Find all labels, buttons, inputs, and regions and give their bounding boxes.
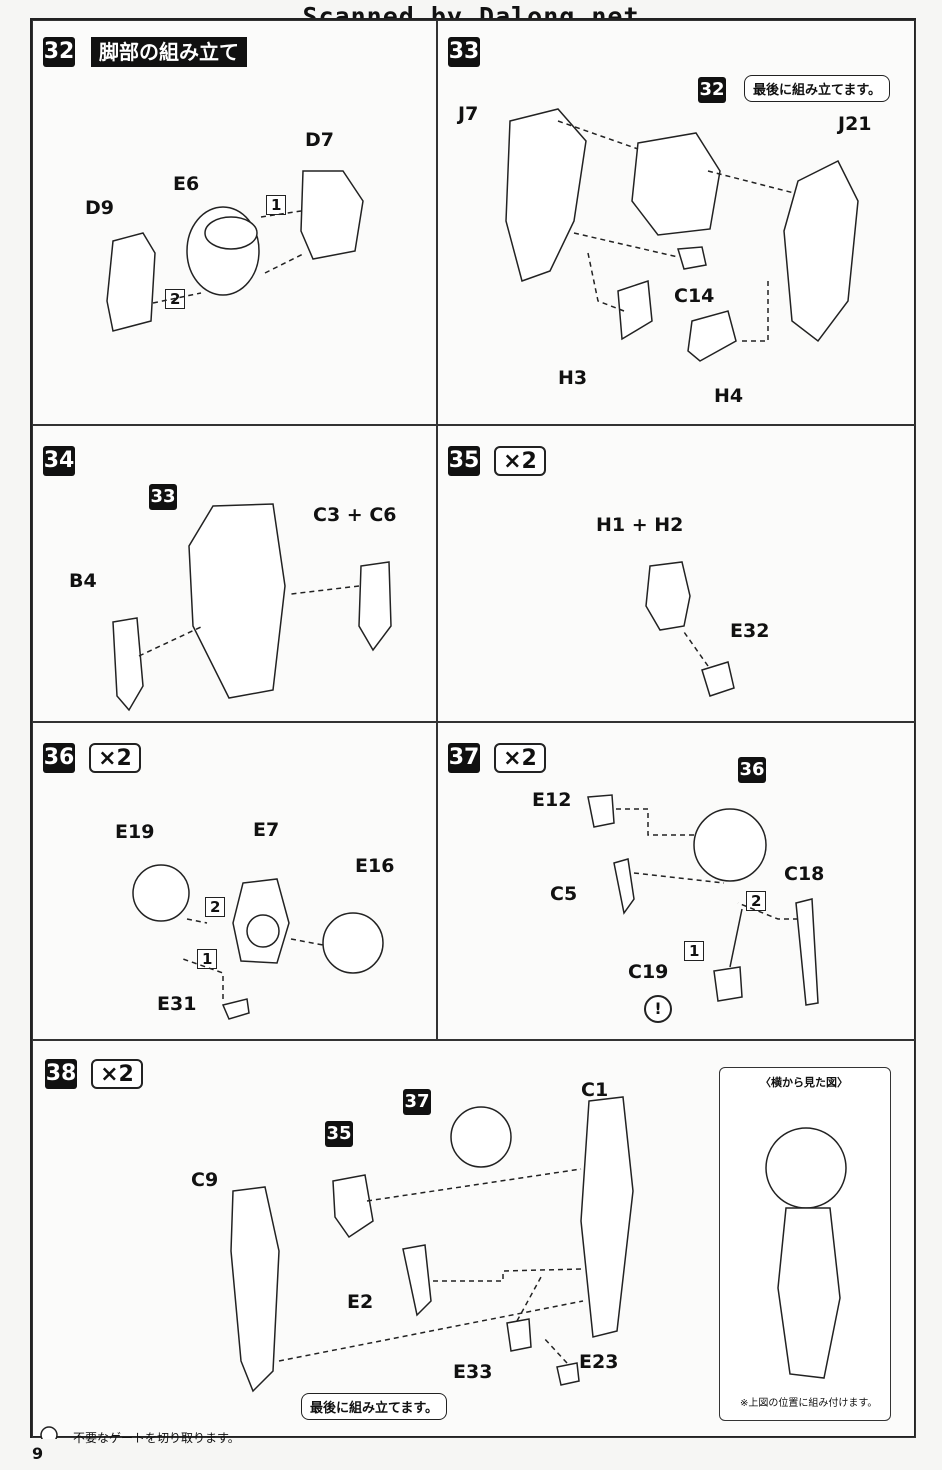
step-order-2: 2 (746, 891, 767, 911)
multiplier-badge: ×2 (91, 1059, 143, 1089)
step-number: 36 (43, 743, 75, 773)
step-37-diagram (587, 794, 819, 1006)
step-number: 32 (43, 37, 75, 67)
step-number: 35 (448, 446, 480, 476)
part-label: C18 (784, 863, 825, 885)
page-number: 9 (32, 1444, 44, 1463)
part-label: E7 (253, 819, 280, 841)
side-view-note: ※上図の位置に組み付けます。 (740, 1398, 878, 1409)
warning-icon: ! (644, 995, 672, 1023)
part-label: E16 (355, 855, 395, 877)
part-label: E31 (157, 993, 197, 1015)
assembly-ref: 35 (325, 1121, 353, 1147)
assembly-ref: 37 (403, 1089, 431, 1115)
step-title: 脚部の組み立て (91, 37, 247, 67)
part-label: D9 (85, 197, 114, 219)
part-label: E12 (532, 789, 572, 811)
step-33-panel: 33 最後に組み立てます。 32 J7 J21 C14 H3 H4 (437, 20, 916, 425)
gate-note: 不要なゲートを切り取ります。 (73, 1431, 240, 1445)
step-38-panel: 38 ×2 37 35 C1 C9 E2 E33 E23 最後に組み立てます。 … (32, 1040, 916, 1445)
part-label: D7 (305, 129, 334, 151)
step-32-diagram (106, 170, 364, 332)
part-label: E19 (115, 821, 155, 843)
assembly-ref: 36 (738, 757, 766, 783)
step-number: 38 (45, 1059, 77, 1089)
part-label: E33 (453, 1361, 493, 1383)
side-view-box: 〈横から見た図〉 ※上図の位置に組み付けます。 (719, 1067, 891, 1421)
callout: 最後に組み立てます。 (744, 75, 891, 102)
step-order-1: 1 (266, 195, 287, 215)
part-label: H1 + H2 (596, 514, 684, 536)
part-label: C1 (581, 1079, 609, 1101)
side-view-diagram (765, 1127, 847, 1379)
part-label: E32 (730, 620, 770, 642)
part-label: H3 (558, 367, 588, 389)
step-32-panel: 32 脚部の組み立て D7 E6 D9 1 2 (32, 20, 437, 425)
step-34-panel: 34 33 C3 + C6 B4 (32, 425, 437, 722)
multiplier-badge: ×2 (89, 743, 141, 773)
step-34-diagram (112, 503, 392, 712)
part-label: B4 (69, 570, 97, 592)
step-37-panel: 37 ×2 36 E12 C5 C18 C19 1 2 ! (437, 722, 916, 1040)
step-38-diagram (40, 1096, 634, 1439)
step-36-panel: 36 ×2 E19 E7 E16 E31 1 2 (32, 722, 437, 1040)
multiplier-badge: ×2 (494, 743, 546, 773)
step-36-diagram (132, 864, 384, 1020)
step-33-diagram (505, 108, 859, 362)
page-frame: 32 脚部の組み立て D7 E6 D9 1 2 33 最後に組み立てます。 32… (30, 18, 916, 1445)
part-label: C9 (191, 1169, 219, 1191)
part-label: C3 + C6 (313, 504, 397, 526)
callout: 最後に組み立てます。 (301, 1393, 448, 1420)
assembly-ref: 32 (698, 77, 726, 103)
step-35-diagram (645, 561, 735, 697)
side-view-title: 〈横から見た図〉 (760, 1076, 848, 1089)
part-label: J21 (838, 113, 872, 135)
assembly-ref: 33 (149, 484, 177, 510)
step-order-2: 2 (205, 897, 226, 917)
part-label: J7 (458, 103, 479, 125)
part-label: H4 (714, 385, 744, 407)
part-label: E6 (173, 173, 200, 195)
multiplier-badge: ×2 (494, 446, 546, 476)
step-35-panel: 35 ×2 H1 + H2 E32 (437, 425, 916, 722)
step-order-1: 1 (684, 941, 705, 961)
part-label: C5 (550, 883, 578, 905)
part-label: C14 (674, 285, 715, 307)
step-order-1: 1 (197, 949, 218, 969)
step-number: 33 (448, 37, 480, 67)
part-label: E23 (579, 1351, 619, 1373)
part-label: E2 (347, 1291, 374, 1313)
part-label: C19 (628, 961, 669, 983)
step-number: 34 (43, 446, 75, 476)
step-number: 37 (448, 743, 480, 773)
